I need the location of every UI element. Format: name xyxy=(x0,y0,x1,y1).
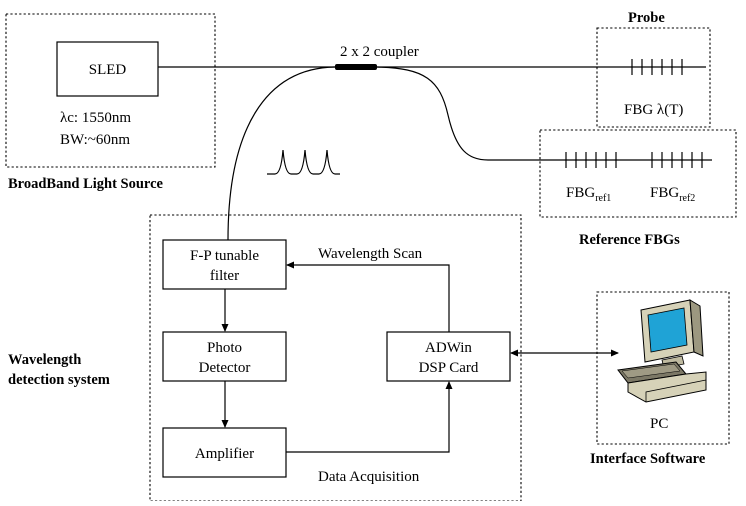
coupler-label: 2 x 2 coupler xyxy=(340,44,419,60)
probe-title: Probe xyxy=(628,10,665,26)
pc-group xyxy=(596,291,730,445)
coupler-body xyxy=(335,64,377,70)
center-wavelength-label: λc: 1550nm xyxy=(60,110,131,126)
detection-group-label-line2: detection system xyxy=(8,372,110,388)
light-source-group xyxy=(5,13,216,168)
adwin-box xyxy=(386,331,511,382)
pc-computer-icon xyxy=(617,299,707,403)
amplifier-label: Amplifier xyxy=(195,446,254,462)
reference-fbg2-label: FBGref2 xyxy=(650,185,695,204)
fp-filter-label-line2: filter xyxy=(210,268,239,284)
data-acquisition-label: Data Acquisition xyxy=(318,469,420,485)
reference-group-label: Reference FBGs xyxy=(579,232,680,248)
adwin-label-line1: ADWin xyxy=(425,340,472,356)
arrow-amplifier-to-adwin xyxy=(286,381,453,453)
arrow-adwin-to-filter xyxy=(286,261,450,332)
fiber-coupler-to-reference xyxy=(376,66,712,161)
bandwidth-label: BW:~60nm xyxy=(60,132,130,148)
photo-detector-label-line1: Photo xyxy=(207,340,242,356)
sled-label: SLED xyxy=(89,62,127,78)
sled-box xyxy=(56,41,159,97)
reference-fbg1-label: FBGref1 xyxy=(566,185,611,204)
photo-detector-label-line2: Detector xyxy=(199,360,251,376)
reference-fbg1-grating xyxy=(565,152,617,168)
pc-label: PC xyxy=(650,416,668,432)
fp-filter-box xyxy=(162,239,287,290)
reference-fbg2-grating xyxy=(651,152,703,168)
photo-detector-box xyxy=(162,331,287,382)
detection-group-label-line1: Wavelength xyxy=(8,352,81,368)
pc-group-label: Interface Software xyxy=(590,451,706,467)
probe-fbg-grating xyxy=(631,59,683,75)
probe-fbg-label: FBG λ(T) xyxy=(624,102,683,118)
adwin-label-line2: DSP Card xyxy=(419,360,479,376)
reference-group xyxy=(539,129,737,218)
wavelength-scan-label: Wavelength Scan xyxy=(318,246,423,262)
spectrum-peaks-icon xyxy=(267,149,340,175)
probe-group xyxy=(596,27,711,128)
fp-filter-label-line1: F-P tunable xyxy=(190,248,259,264)
light-source-group-label: BroadBand Light Source xyxy=(8,176,164,192)
fiber-coupler-to-filter xyxy=(227,66,336,241)
